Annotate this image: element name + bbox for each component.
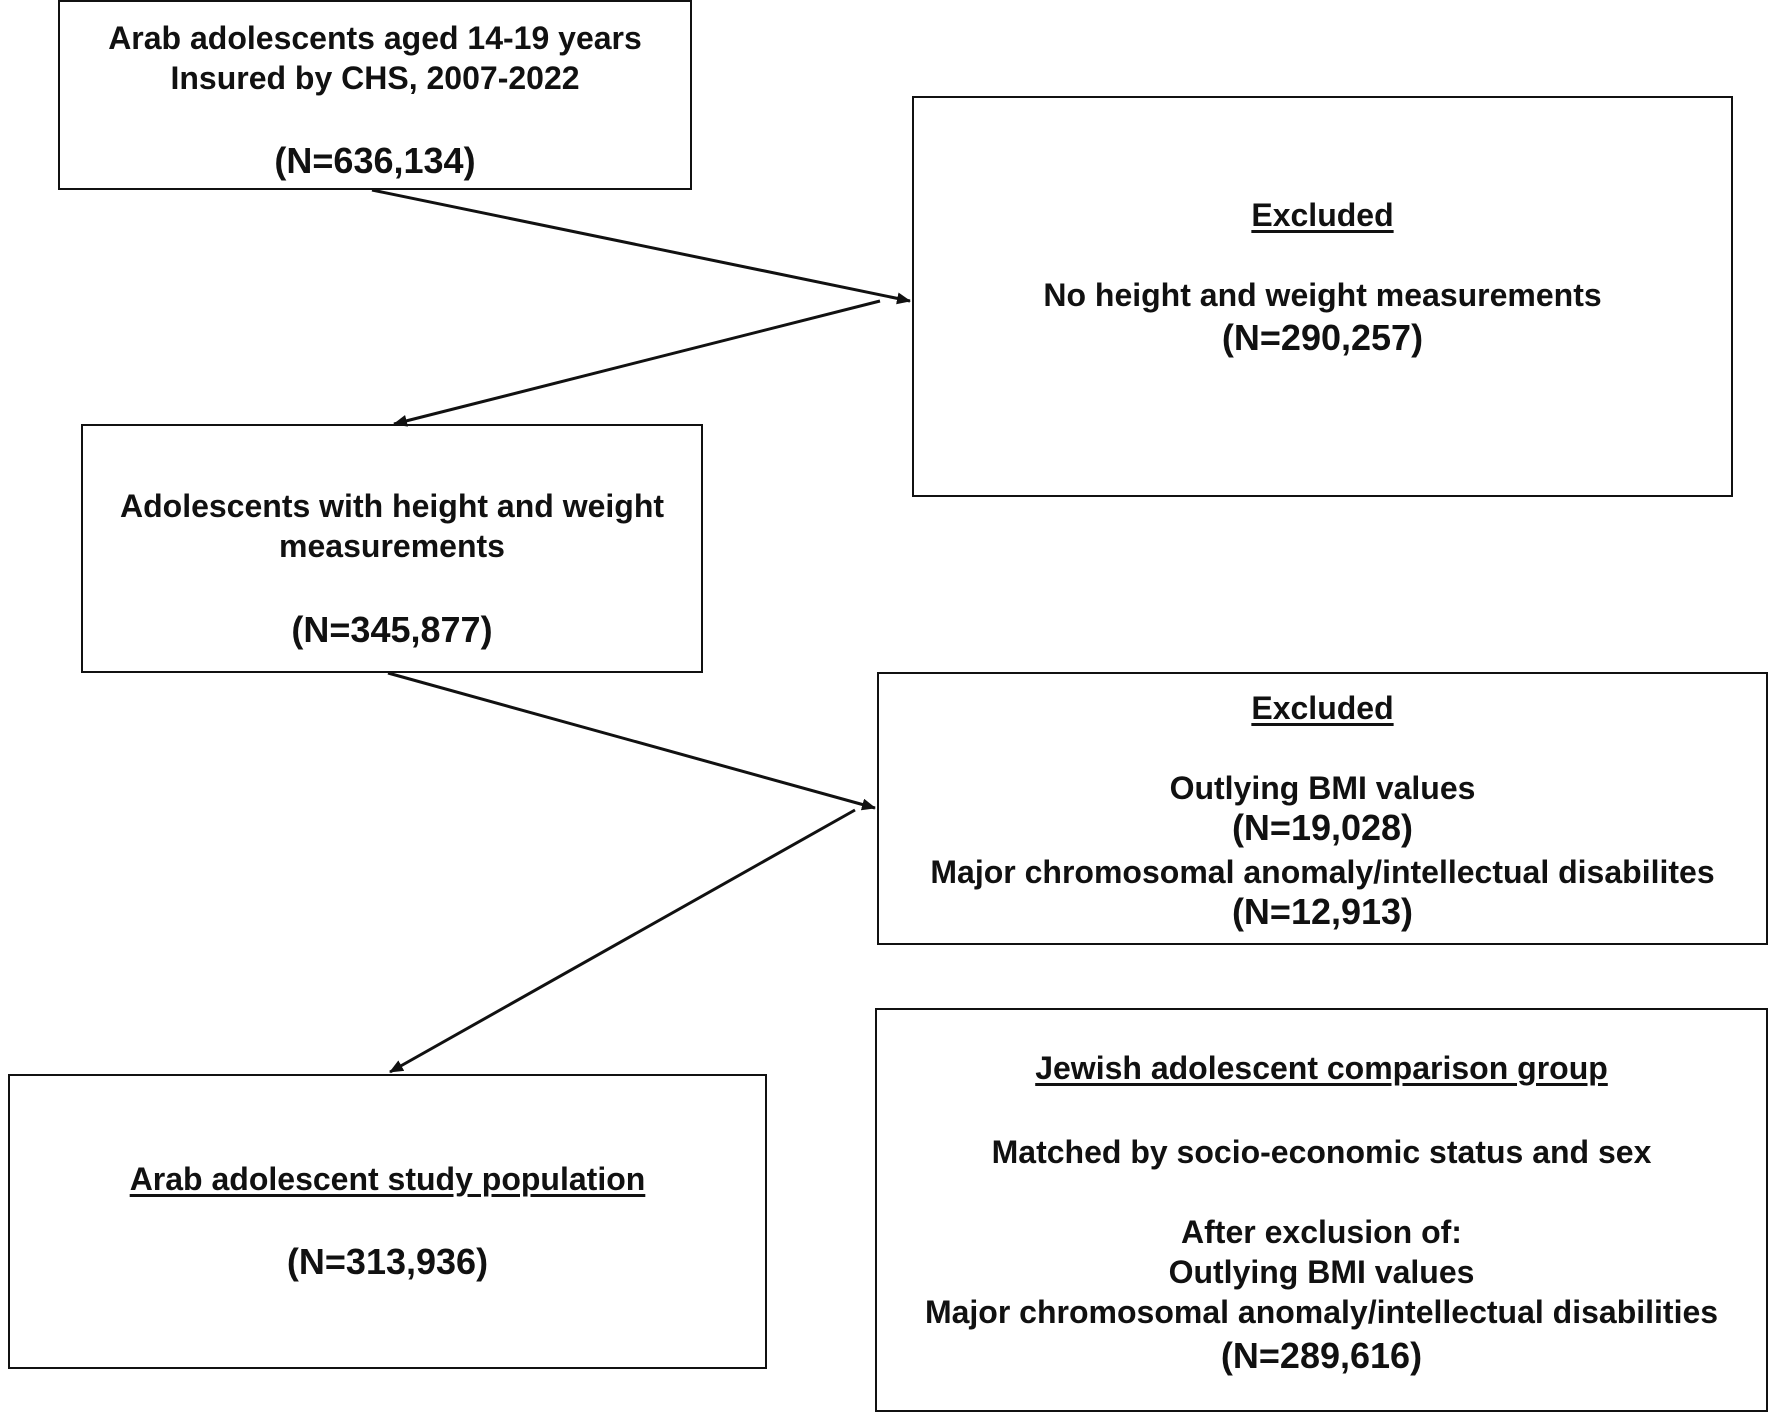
- excluded-2-reason-1: Outlying BMI values: [1169, 770, 1476, 806]
- measured-line-1: Adolescents with height and weight: [119, 488, 665, 524]
- start-line-1: Arab adolescents aged 14-19 years: [108, 20, 642, 56]
- box-adolescents-with-measurements: Adolescents with height and weight measu…: [81, 424, 703, 673]
- arrow-start-to-excluded-1: [371, 188, 911, 305]
- arrow-excluded-2-to-study-population: [389, 808, 856, 1074]
- box-arab-adolescents-insured: Arab adolescents aged 14-19 years Insure…: [58, 0, 692, 190]
- comparison-matched: Matched by socio-economic status and sex: [991, 1134, 1652, 1170]
- excluded-1-count: (N=290,257): [1221, 317, 1424, 358]
- excluded-2-reason-2: Major chromosomal anomaly/intellectual d…: [930, 854, 1715, 890]
- measured-line-2: measurements: [279, 528, 505, 564]
- comparison-heading: Jewish adolescent comparison group: [1035, 1050, 1608, 1086]
- comparison-after-exclusion: After exclusion of:: [1181, 1214, 1462, 1250]
- excluded-2-count-2: (N=12,913): [1231, 891, 1414, 932]
- arrow-measured-to-excluded-2: [387, 671, 876, 811]
- start-line-2: Insured by CHS, 2007-2022: [170, 60, 580, 96]
- box-arab-study-population: Arab adolescent study population (N=313,…: [8, 1074, 767, 1369]
- comparison-reason-1: Outlying BMI values: [1168, 1254, 1475, 1290]
- excluded-1-reason: No height and weight measurements: [1043, 277, 1602, 313]
- box-jewish-comparison-group: Jewish adolescent comparison group Match…: [875, 1008, 1768, 1412]
- comparison-reason-2: Major chromosomal anomaly/intellectual d…: [924, 1294, 1719, 1330]
- arrow-excluded-1-to-measured: [393, 299, 881, 427]
- comparison-count: (N=289,616): [1220, 1335, 1423, 1376]
- start-count: (N=636,134): [274, 140, 476, 181]
- excluded-2-heading: Excluded: [1251, 690, 1394, 726]
- excluded-1-heading: Excluded: [1251, 197, 1394, 233]
- study-population-heading: Arab adolescent study population: [129, 1161, 646, 1197]
- excluded-2-count-1: (N=19,028): [1231, 807, 1414, 848]
- study-population-count: (N=313,936): [286, 1241, 489, 1282]
- box-excluded-bmi-chromosomal: Excluded Outlying BMI values (N=19,028) …: [877, 672, 1768, 945]
- measured-count: (N=345,877): [291, 609, 493, 650]
- box-excluded-no-measurements: Excluded No height and weight measuremen…: [912, 96, 1733, 497]
